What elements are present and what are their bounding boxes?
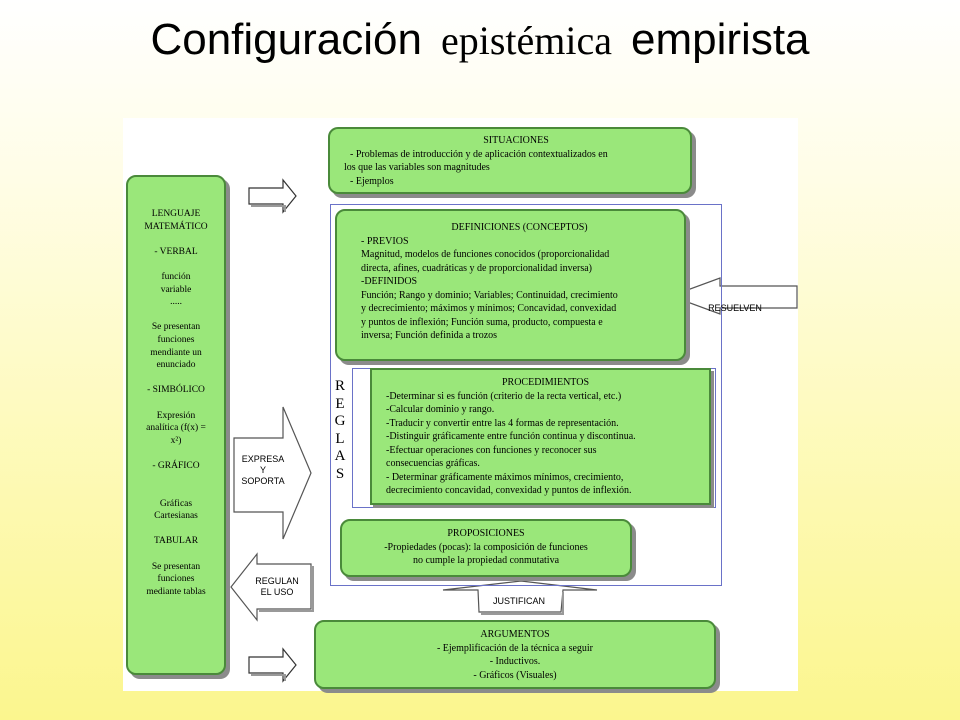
definiciones-line: directa, afines, cuadráticas y de propor… (361, 262, 593, 274)
lenguaje-line (132, 309, 220, 322)
lenguaje-line: - SIMBÓLICO (147, 385, 205, 396)
procedimientos-line: -Calcular dominio y rango. (386, 404, 495, 415)
procedimientos-line: -Distinguir gráficamente entre función c… (386, 431, 636, 442)
proposiciones-line: -Propiedades (pocas): la composición de … (384, 541, 588, 553)
diagram-arrows (230, 178, 798, 683)
lenguaje-line (132, 472, 220, 485)
lenguaje-line: ..... (170, 297, 182, 308)
reglas-letter: G (334, 413, 346, 429)
procedimientos-line: -Determinar si es función (criterio de l… (386, 390, 622, 402)
definiciones-header: DEFINICIONES (CONCEPTOS) (451, 222, 588, 233)
proposiciones-header: PROPOSICIONES (447, 528, 525, 539)
expresa-line: EXPRESA (241, 454, 285, 464)
lenguaje-line: - VERBAL (154, 246, 198, 257)
expresa-label: EXPRESA Y SOPORTA (235, 454, 291, 487)
lenguaje-line (132, 397, 220, 410)
definiciones-line: Magnitud, modelos de funciones conocidos… (361, 249, 610, 260)
lenguaje-line: mediante tablas (146, 586, 206, 597)
procedimientos-line: decrecimiento concavidad, convexidad y p… (386, 485, 632, 496)
procedimientos-line: -Traducir y convertir entre las 4 formas… (386, 417, 619, 429)
lenguaje-line (132, 233, 220, 246)
situaciones-box: SITUACIONES - Problemas de introducción … (328, 127, 692, 194)
lenguaje-line: variable (160, 284, 192, 295)
lenguaje-line: TABULAR (153, 536, 199, 547)
definiciones-line: inversa; Función definida a trozos (361, 330, 498, 341)
arrow-expresa (233, 406, 312, 540)
expresa-line: SOPORTA (241, 476, 285, 486)
definiciones-line: Función; Rango y dominio; Variables; Con… (361, 289, 618, 301)
page-title: Configuración epistémica empirista (0, 14, 960, 65)
lenguaje-line (132, 447, 220, 460)
lenguaje-line: - GRÁFICO (152, 460, 200, 471)
justifican-label: JUSTIFICAN (479, 596, 559, 607)
situaciones-line: - Ejemplos (350, 175, 394, 187)
arrow-to-situaciones (248, 178, 297, 214)
proposiciones-line: no cumple la propiedad conmutativa (412, 555, 560, 566)
procedimientos-line: consecuencias gráficas. (386, 458, 480, 469)
argumentos-line: - Ejemplificación de la técnica a seguir (436, 642, 594, 654)
regulan-line: EL USO (260, 587, 294, 597)
reglas-letter: E (335, 395, 345, 412)
procedimientos-box: PROCEDIMIENTOS -Determinar si es función… (370, 368, 711, 505)
resuelven-text: RESUELVEN (708, 303, 762, 313)
resuelven-label: RESUELVEN (705, 303, 765, 314)
regulan-label: REGULAN EL USO (247, 576, 307, 598)
situaciones-header: SITUACIONES (483, 135, 549, 146)
argumentos-box: ARGUMENTOS - Ejemplificación de la técni… (314, 620, 716, 689)
reglas-letter: R (334, 378, 345, 394)
definiciones-line: y puntos de inflexión; Función suma, pro… (361, 316, 603, 328)
regulan-line: REGULAN (255, 576, 299, 586)
arrow-to-argumentos (248, 647, 297, 683)
lenguaje-line: Se presentan (151, 322, 201, 333)
proposiciones-box: PROPOSICIONES -Propiedades (pocas): la c… (340, 519, 632, 577)
lenguaje-line: x²) (170, 435, 182, 446)
lenguaje-line: Se presentan (151, 561, 201, 572)
lenguaje-line: Expresión (156, 410, 196, 421)
lenguaje-line: mendiante un (150, 347, 202, 358)
reglas-label: R E G L A S (333, 378, 347, 483)
situaciones-line: los que las variables son magnitudes (344, 162, 490, 173)
procedimientos-line: - Determinar gráficamente máximos mínimo… (386, 471, 624, 483)
situaciones-line: - Problemas de introducción y de aplicac… (350, 148, 608, 160)
lenguaje-line: función (161, 271, 191, 282)
arrow-regulan (230, 552, 312, 622)
procedimientos-header: PROCEDIMIENTOS (501, 377, 590, 388)
definiciones-line: y decrecimiento; máximos y mínimos; Conc… (361, 303, 617, 314)
lenguaje-line: MATEMÁTICO (144, 221, 208, 232)
lenguaje-line (132, 258, 220, 271)
argumentos-header: ARGUMENTOS (480, 629, 550, 640)
lenguaje-line: funciones (157, 574, 195, 585)
lenguaje-line: Cartesianas (154, 511, 198, 522)
title-part-2: epistémica (440, 18, 613, 63)
justifican-text: JUSTIFICAN (492, 596, 545, 606)
reglas-letter: L (335, 430, 345, 447)
lenguaje-line (132, 372, 220, 385)
reglas-frame (330, 204, 722, 586)
reglas-letter: A (334, 448, 346, 464)
reglas-letter: S (335, 465, 345, 482)
definiciones-line: -DEFINIDOS (361, 276, 418, 287)
lenguaje-line: enunciado (156, 360, 196, 371)
definiciones-box: DEFINICIONES (CONCEPTOS) - PREVIOS Magni… (335, 209, 686, 361)
lenguaje-line: funciones (157, 334, 195, 345)
lenguaje-line (132, 523, 220, 536)
lenguaje-line: LENGUAJE (151, 209, 201, 219)
lenguaje-line: Gráficas (159, 498, 193, 509)
lenguaje-box: LENGUAJE MATEMÁTICO - VERBAL función variabl… (126, 175, 226, 675)
title-part-1: Configuración (150, 15, 422, 64)
argumentos-line: - Gráficos (Visuales) (473, 669, 557, 681)
definiciones-line: - PREVIOS (361, 235, 409, 247)
lenguaje-line (132, 485, 220, 498)
lenguaje-line: analítica (f(x) = (146, 423, 206, 434)
argumentos-line: - Inductivos. (489, 656, 541, 667)
title-part-3: empirista (631, 15, 810, 64)
expresa-line: Y (259, 465, 266, 475)
diagram-canvas: R E G L A S LENGUAJE MATEMÁTICO - VERBAL fu… (123, 118, 798, 691)
procedimientos-line: -Efectuar operaciones con funciones y re… (386, 444, 597, 456)
lenguaje-line (132, 548, 220, 561)
